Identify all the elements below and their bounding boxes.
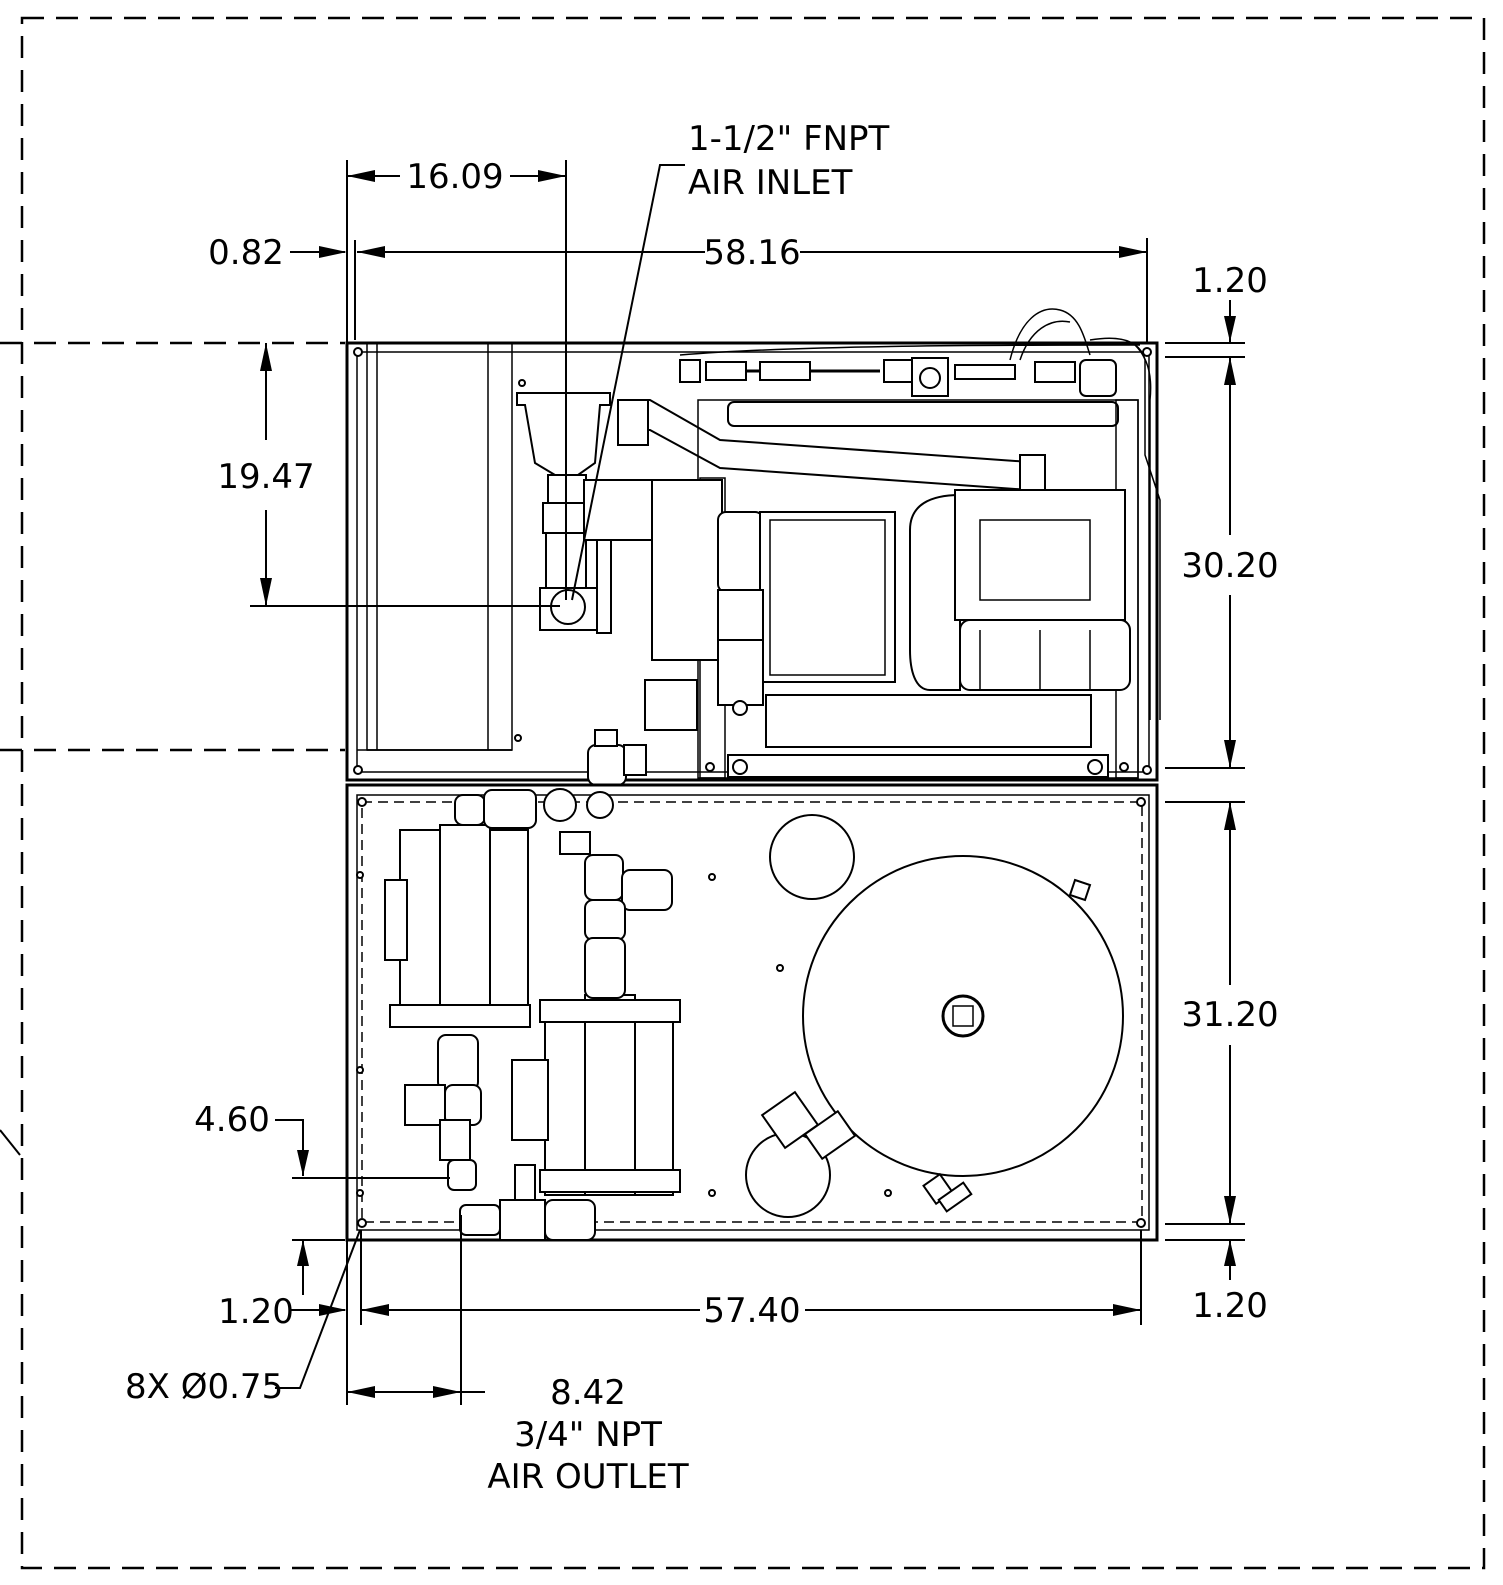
upper-unit	[345, 308, 1161, 786]
lower-unit	[345, 783, 1159, 1242]
dim-top-offset: 16.09	[406, 157, 503, 197]
inlet-callout-line1: 1-1/2" FNPT	[688, 119, 890, 159]
drawing-border	[20, 16, 1486, 1570]
dim-upper-height: 30.20	[1181, 546, 1278, 586]
leader-left-edge	[0, 1129, 21, 1156]
dim-outlet-offset: 8.42	[550, 1373, 626, 1413]
dim-bottom-left-clearance: 1.20	[218, 1292, 294, 1332]
dim-outlet-height: 4.60	[194, 1100, 270, 1140]
dim-bottom-right-clearance: 1.20	[1192, 1286, 1268, 1326]
outlet-callout-line2: AIR OUTLET	[487, 1457, 689, 1497]
dim-left-clearance: 0.82	[208, 233, 284, 273]
inlet-callout-line2: AIR INLET	[688, 163, 853, 203]
dim-top-width: 58.16	[703, 233, 800, 273]
dim-lower-height: 31.20	[1181, 995, 1278, 1035]
outlet-callout-line1: 3/4" NPT	[514, 1415, 662, 1455]
dim-top-right-clearance: 1.20	[1192, 261, 1268, 301]
receiver-tank	[802, 855, 1124, 1177]
dim-inlet-height: 19.47	[217, 457, 314, 497]
holes-callout: 8X Ø0.75	[125, 1367, 283, 1407]
dim-bottom-width: 57.40	[703, 1291, 800, 1331]
